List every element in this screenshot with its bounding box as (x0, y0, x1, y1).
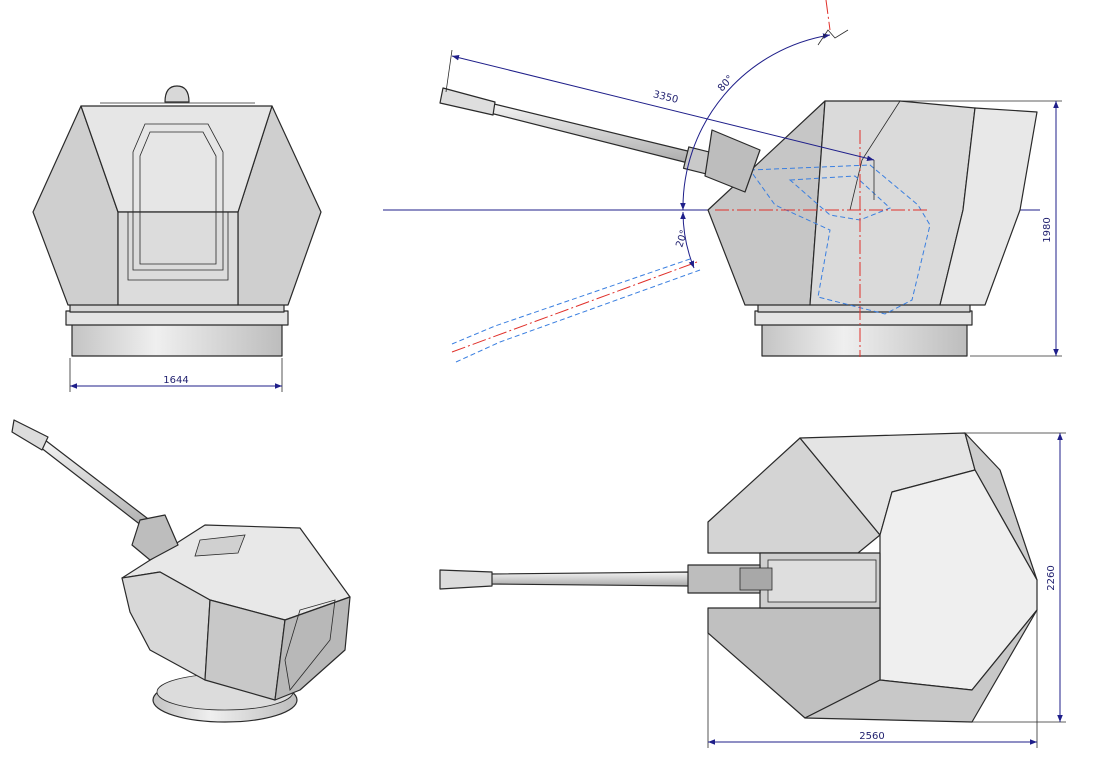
dim-front-width: 1644 (163, 375, 188, 386)
front-view: 1644 (32, 85, 322, 392)
iso-face-right (274, 596, 351, 701)
top-face-upper-left (707, 437, 881, 554)
side-face-rear (939, 107, 1038, 306)
isometric-view (11, 419, 351, 723)
front-base-ring-lower (71, 321, 283, 357)
front-hatch-inner (139, 131, 217, 265)
top-view: 2560 2260 (439, 432, 1066, 748)
side-base-ring-flange (754, 310, 973, 326)
front-hatch-channel (118, 211, 238, 281)
side-hidden-breech (749, 164, 931, 315)
dim-elevation-up: 80° (716, 73, 736, 94)
front-hatch-outer (132, 123, 224, 271)
front-base-ring-flange (65, 310, 289, 326)
front-top-knob (164, 85, 190, 103)
dim-arc-elevation-up (680, 33, 831, 211)
dim-arc-elevation-down (680, 211, 695, 269)
dim-top-width: 2260 (1046, 565, 1057, 590)
dim-side-height: 1980 (1042, 217, 1053, 242)
side-face-front (707, 100, 826, 306)
side-base-ring-lower (761, 321, 968, 357)
side-barrel (439, 87, 761, 193)
dim-top-length: 2560 (859, 731, 884, 742)
iso-hatch (194, 534, 246, 557)
iso-barrel (11, 419, 179, 561)
dim-barrel-length: 3350 (652, 89, 679, 106)
side-view: 3350 80° 20° 1980 (383, 0, 1062, 363)
dim-elevation-down: 20° (674, 229, 690, 249)
top-face-lower-right (804, 609, 1038, 723)
front-face-center (117, 211, 239, 306)
top-face-center (879, 469, 1038, 691)
top-barrel (439, 564, 773, 594)
